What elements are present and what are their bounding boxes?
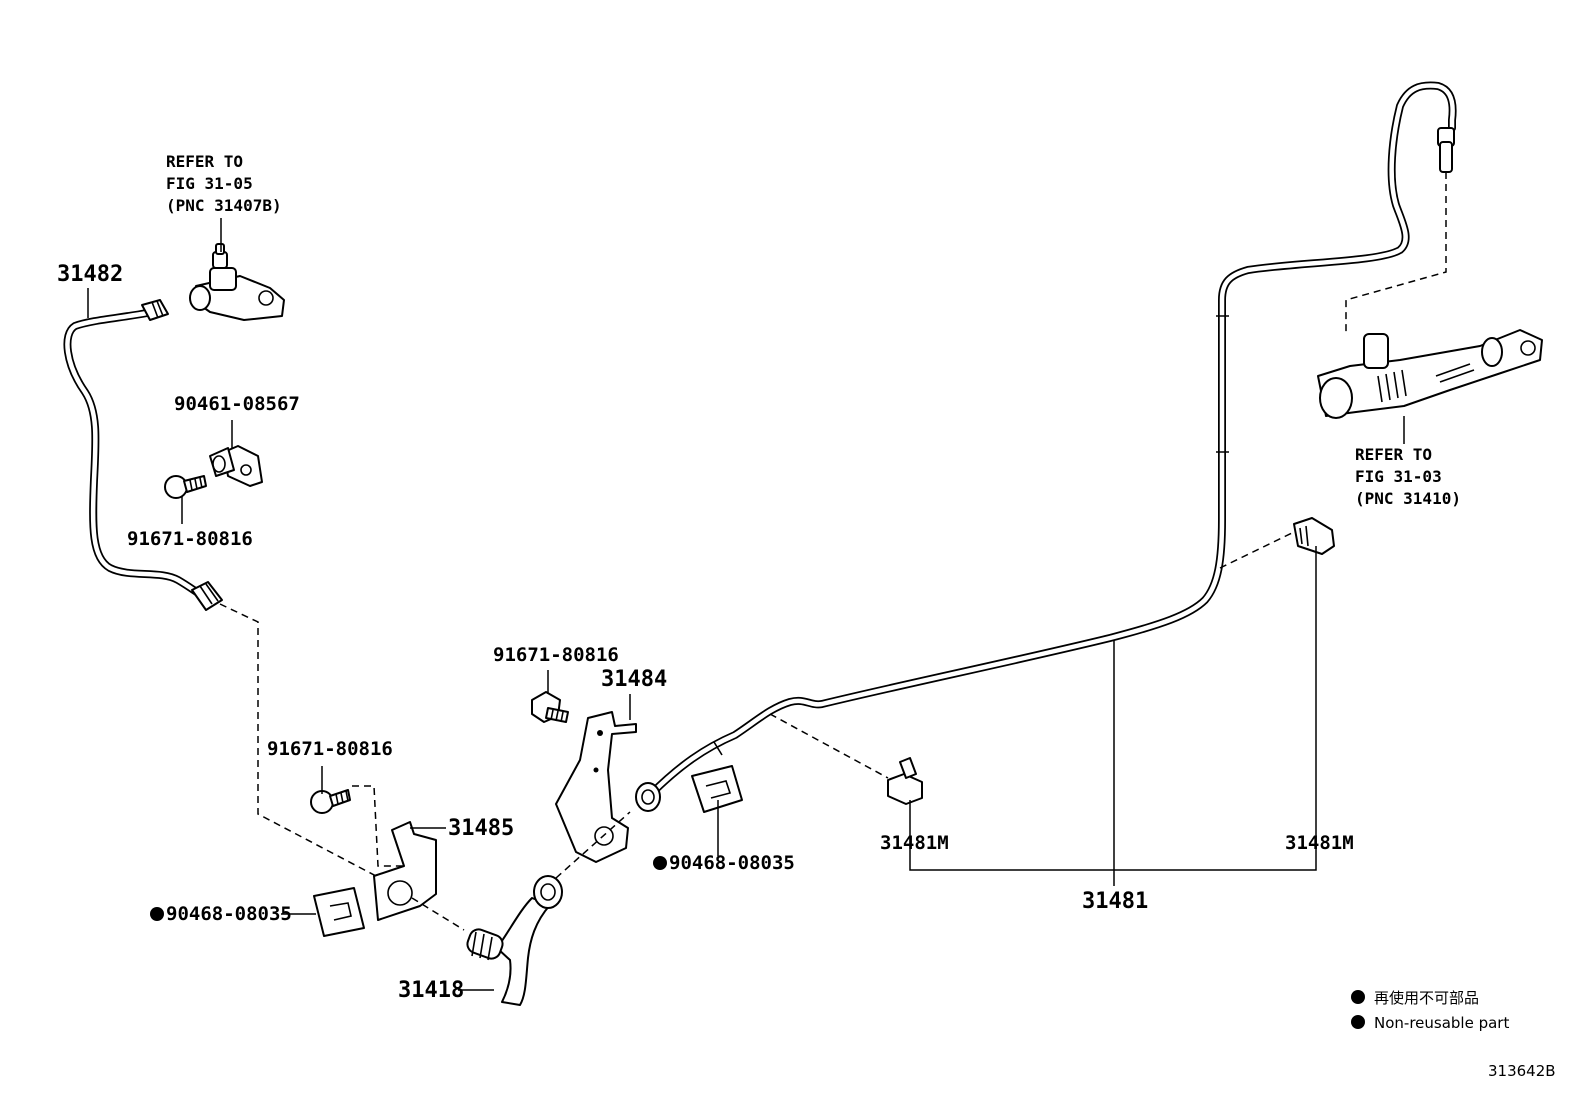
label-31481m-a[interactable]: 31481M [880,832,949,854]
figure-code: 313642B [1488,1062,1556,1080]
bolt-91671-c [310,789,351,814]
bolt-91671-a [164,475,207,499]
clip-90468-left [313,887,365,937]
master-cylinder-31410 [1317,127,1543,419]
svg-text:FIG 31-03: FIG 31-03 [1355,467,1442,486]
label-31418[interactable]: 31418 [398,978,464,1003]
legend: 再使用不可部品 Non-reusable part [1351,989,1509,1032]
svg-text:Non-reusable part: Non-reusable part [1374,1014,1509,1032]
label-91671-80816-a[interactable]: 91671-80816 [127,528,253,550]
pipe-end-nut-bottom [191,581,223,611]
label-31484[interactable]: 31484 [601,667,667,692]
label-31481[interactable]: 31481 [1082,889,1148,914]
svg-text:FIG 31-05: FIG 31-05 [166,174,253,193]
pipe-31482[interactable] [63,309,207,600]
label-refer-right: REFER TO FIG 31-03 (PNC 31410) [1355,445,1461,508]
label-90468-08035-left[interactable]: 90468-08035 [150,903,292,925]
svg-text:90468-08035: 90468-08035 [166,903,292,925]
clamp-31481m-a [887,757,923,805]
svg-text:再使用不可部品: 再使用不可部品 [1374,989,1479,1007]
svg-text:(PNC 31407B): (PNC 31407B) [166,196,282,215]
union-fitting-31407b [189,243,285,321]
label-90461-08567[interactable]: 90461-08567 [174,393,300,415]
dashed-guides [219,172,1447,931]
svg-text:REFER TO: REFER TO [166,152,243,171]
label-31482[interactable]: 31482 [57,262,123,287]
label-90468-08035-right[interactable]: 90468-08035 [653,852,795,874]
pipe-end-nut-top [141,299,169,321]
label-31481m-b[interactable]: 31481M [1285,832,1354,854]
clip-90468-right [691,765,743,813]
label-refer-top: REFER TO FIG 31-05 (PNC 31407B) [166,152,282,215]
bracket-31485 [373,821,437,921]
svg-text:REFER TO: REFER TO [1355,445,1432,464]
bracket-31484 [555,711,637,863]
clamp-31481m-b [1293,517,1335,555]
svg-text:90468-08035: 90468-08035 [669,852,795,874]
clamp-90461 [209,445,263,487]
label-91671-80816-b[interactable]: 91671-80816 [493,644,619,666]
svg-text:(PNC 31410): (PNC 31410) [1355,489,1461,508]
leader-lines [87,218,1405,991]
pipe-31481[interactable] [646,81,1457,799]
label-31485[interactable]: 31485 [448,816,514,841]
flexible-hose-31418[interactable] [465,875,563,1006]
hose-end-fitting [635,782,661,812]
label-91671-80816-c[interactable]: 91671-80816 [267,738,393,760]
bolt-91671-b [531,691,569,723]
